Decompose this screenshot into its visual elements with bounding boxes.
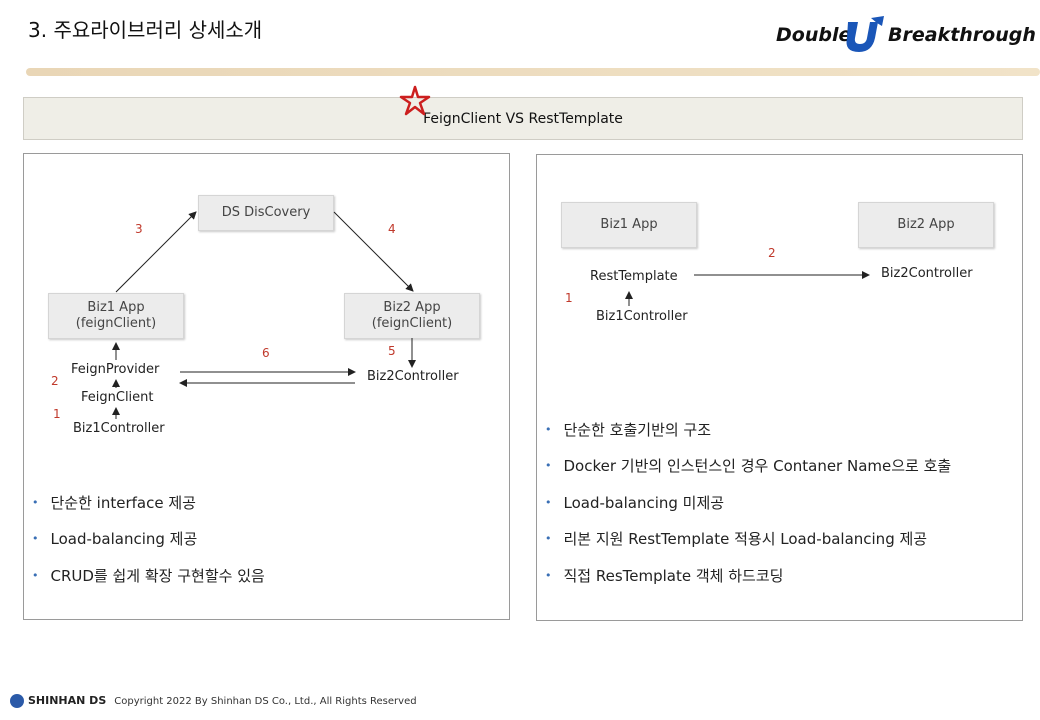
step-1: 1 (53, 407, 61, 421)
right-bullet-1: •단순한 호출기반의 구조 (545, 421, 712, 439)
double-up-logo: Double Breakthrough (776, 14, 1036, 56)
biz2-app-label: Biz2 App (383, 300, 441, 315)
biz2-app-box: Biz2 App (feignClient) (344, 293, 480, 339)
footer-copyright: Copyright 2022 By Shinhan DS Co., Ltd., … (114, 695, 417, 707)
up-logo-mark (846, 16, 884, 52)
shinhan-logo-icon (10, 694, 24, 708)
biz2-controller-label: Biz2Controller (367, 369, 459, 384)
ds-discovery-box: DS DisCovery (198, 195, 334, 231)
right-bullet-3: •Load-balancing 미제공 (545, 494, 725, 512)
step-3: 3 (135, 222, 143, 236)
right-bullet-5: •직접 ResTemplate 객체 하드코딩 (545, 567, 784, 585)
left-bullet-1: •단순한 interface 제공 (32, 494, 196, 512)
right-step-2: 2 (768, 246, 776, 260)
biz1-app-box: Biz1 App (feignClient) (48, 293, 184, 339)
ds-discovery-label: DS DisCovery (221, 205, 311, 220)
footer-brand: SHINHAN DS (28, 694, 107, 707)
feign-client-label: FeignClient (81, 390, 154, 405)
step-2: 2 (51, 374, 59, 388)
biz1-controller-label: Biz1Controller (73, 421, 165, 436)
logo-word-breakthrough: Breakthrough (888, 24, 1036, 46)
step-4: 4 (388, 222, 396, 236)
right-biz1-app-box: Biz1 App (561, 202, 697, 248)
rest-template-label: RestTemplate (590, 269, 678, 284)
right-bullet-4: •리본 지원 RestTemplate 적용시 Load-balancing 제… (545, 530, 928, 548)
left-bullet-2: •Load-balancing 제공 (32, 530, 198, 548)
right-biz1-controller-label: Biz1Controller (596, 309, 688, 324)
right-bullet-2: •Docker 기반의 인스턴스인 경우 Contaner Name으로 호출 (545, 457, 952, 475)
biz1-app-sublabel: (feignClient) (75, 316, 157, 331)
page-title: 3. 주요라이브러리 상세소개 (28, 18, 263, 42)
red-star-icon (399, 85, 431, 116)
biz1-app-label: Biz1 App (87, 300, 145, 315)
right-biz2-controller-label: Biz2Controller (881, 266, 973, 281)
step-5: 5 (388, 344, 396, 358)
right-biz1-app-label: Biz1 App (600, 217, 658, 232)
footer: SHINHAN DS Copyright 2022 By Shinhan DS … (10, 694, 417, 708)
right-biz2-app-label: Biz2 App (897, 217, 955, 232)
logo-word-double: Double (776, 24, 852, 46)
banner-title: FeignClient VS RestTemplate (423, 110, 623, 127)
feign-provider-label: FeignProvider (71, 362, 160, 377)
biz2-app-sublabel: (feignClient) (371, 316, 453, 331)
comparison-banner: FeignClient VS RestTemplate (23, 97, 1023, 140)
left-bullet-3: •CRUD를 쉽게 확장 구현할수 있음 (32, 567, 265, 585)
right-biz2-app-box: Biz2 App (858, 202, 994, 248)
shinhan-logo: SHINHAN DS (10, 694, 106, 708)
step-6: 6 (262, 346, 270, 360)
right-step-1: 1 (565, 291, 573, 305)
header-divider-bar (26, 68, 1040, 76)
